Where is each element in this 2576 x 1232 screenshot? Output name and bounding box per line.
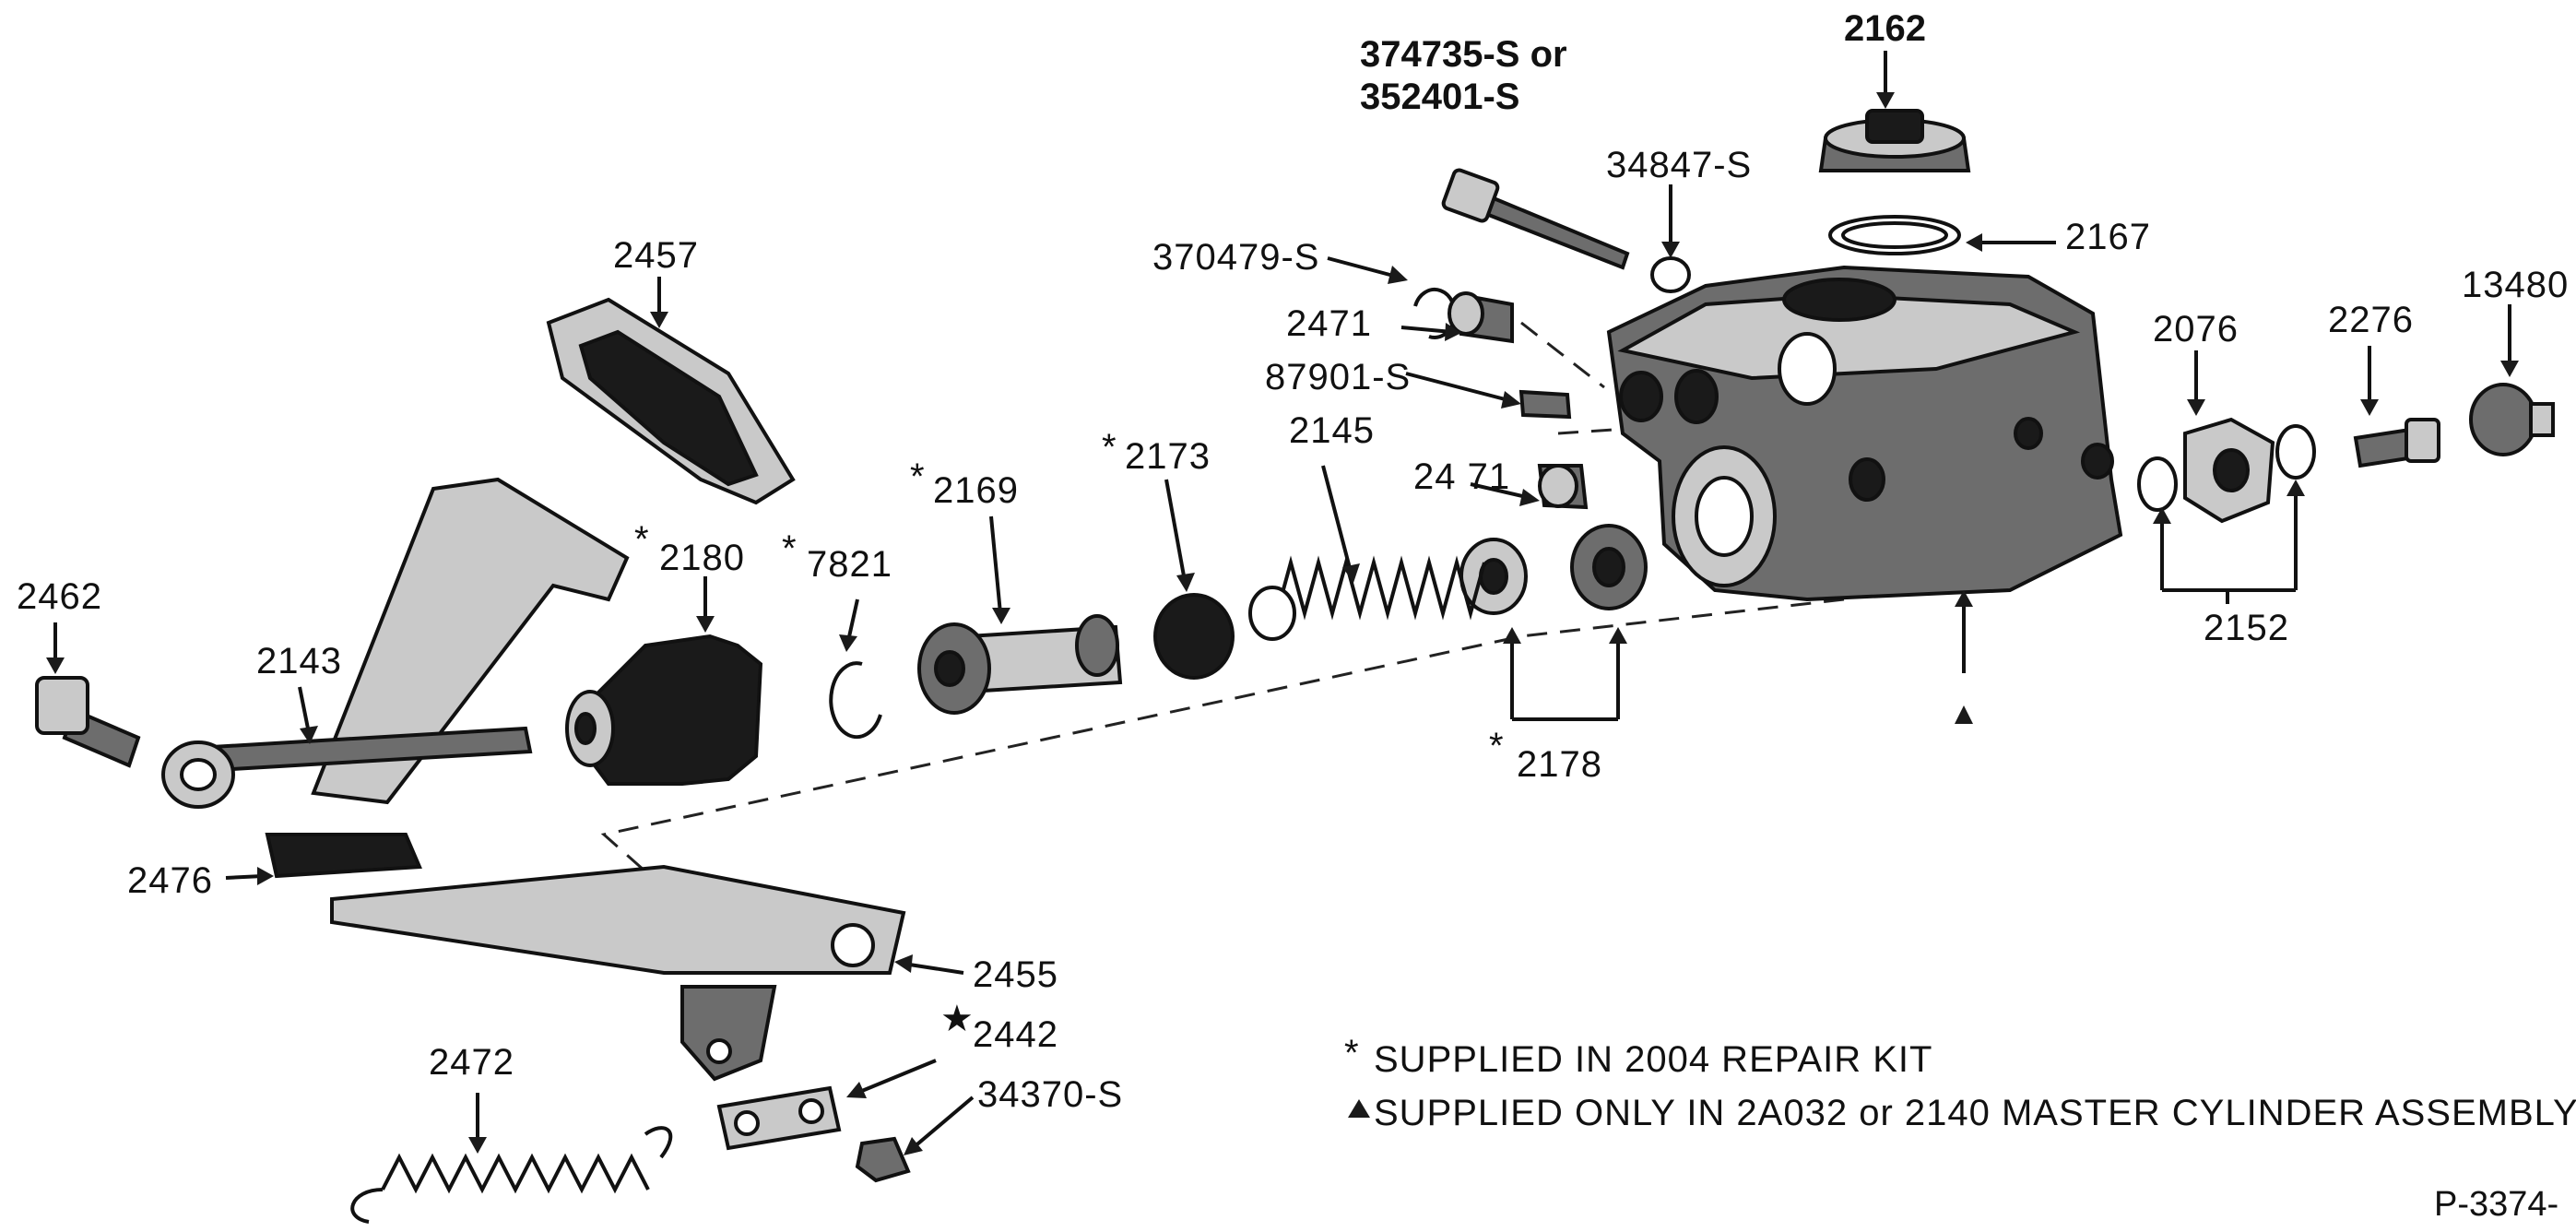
label-2167: 2167 [2065,217,2151,257]
bushing-2471-lower [1537,464,1589,510]
bolt-374735-S [1441,168,1630,270]
label-2143: 2143 [256,641,342,681]
label-2145: 2145 [1289,410,1375,451]
tube-seat-2152 [2137,424,2316,512]
label-2455: 2455 [973,954,1058,995]
tee-fitting-2076 [2183,417,2275,524]
pad-2476 [265,833,422,879]
pedal-pad-2457 [546,297,796,505]
label-2471-lower: 24 71 [1413,456,1510,497]
label-2173-star: * [1102,427,1117,468]
label-2076: 2076 [2153,309,2239,349]
bushing-2471-upper [1448,291,1514,344]
label-13480: 13480 [2462,265,2569,305]
label-2472: 2472 [429,1042,514,1083]
part-labels: 2162 374735-S or 352401-S 34847-S 2167 3… [17,8,2569,1115]
label-2178: 2178 [1517,744,1602,785]
bracket-2455 [680,985,777,1082]
washer-34847-S [1650,256,1691,293]
label-374735-S: 374735-S or [1360,34,1567,75]
kit-note: SUPPLIED IN 2004 REPAIR KIT [1374,1039,1932,1080]
cup-2173 [1153,593,1235,680]
bolt-2462 [35,676,141,768]
pedal-arm [311,477,906,975]
link-2442 [716,1085,842,1151]
label-2276: 2276 [2328,300,2414,340]
label-2476: 2476 [127,860,213,901]
label-34370-S: 34370-S [977,1074,1123,1115]
label-2180-star: * [634,519,650,560]
label-7821-star: * [782,528,798,569]
label-2152: 2152 [2204,608,2289,648]
reservoir-cap-2162 [1818,109,1971,172]
leader-arrows [46,51,2519,1155]
kit-note-star: * [1344,1033,1360,1073]
label-87901-S: 87901-S [1265,357,1411,397]
label-2462: 2462 [17,576,102,617]
reference-code: P-3374- [2434,1185,2558,1224]
bolt-2276 [2353,418,2440,468]
piston-2169 [917,614,1123,715]
legend-notes: * SUPPLIED IN 2004 REPAIR KIT SUPPLIED O… [1344,1033,2576,1133]
label-34847-S: 34847-S [1606,145,1752,185]
label-2178-star: * [1489,726,1505,766]
label-2471-upper: 2471 [1286,303,1372,344]
label-2442-star: ★ [940,999,975,1039]
assembly-note-triangle [1348,1099,1370,1118]
label-2442: 2442 [973,1014,1058,1055]
snap-ring-7821 [829,661,882,740]
label-2173: 2173 [1125,436,1211,477]
boot-2180 [565,634,763,786]
push-rod-2143 [161,726,533,809]
master-cylinder-body [1606,265,2123,602]
valve-parts-2178 [1459,524,1648,615]
label-2180: 2180 [659,538,745,578]
label-7821: 7821 [807,544,892,585]
spring-2472 [350,1126,673,1224]
fitting-87901-S [1518,389,1572,420]
nut-34370-S [855,1136,911,1183]
label-2162: 2162 [1844,8,1926,49]
label-2169: 2169 [933,470,1019,511]
label-2169-star: * [910,456,926,497]
label-352401-S: 352401-S [1360,77,1519,117]
switch-13480 [2469,383,2555,456]
gasket-2167 [1828,215,1961,255]
label-2457: 2457 [613,235,699,276]
label-370479-S: 370479-S [1152,237,1319,278]
assembly-note: SUPPLIED ONLY IN 2A032 or 2140 MASTER CY… [1374,1093,2576,1133]
spring-2145 [1248,555,1486,641]
